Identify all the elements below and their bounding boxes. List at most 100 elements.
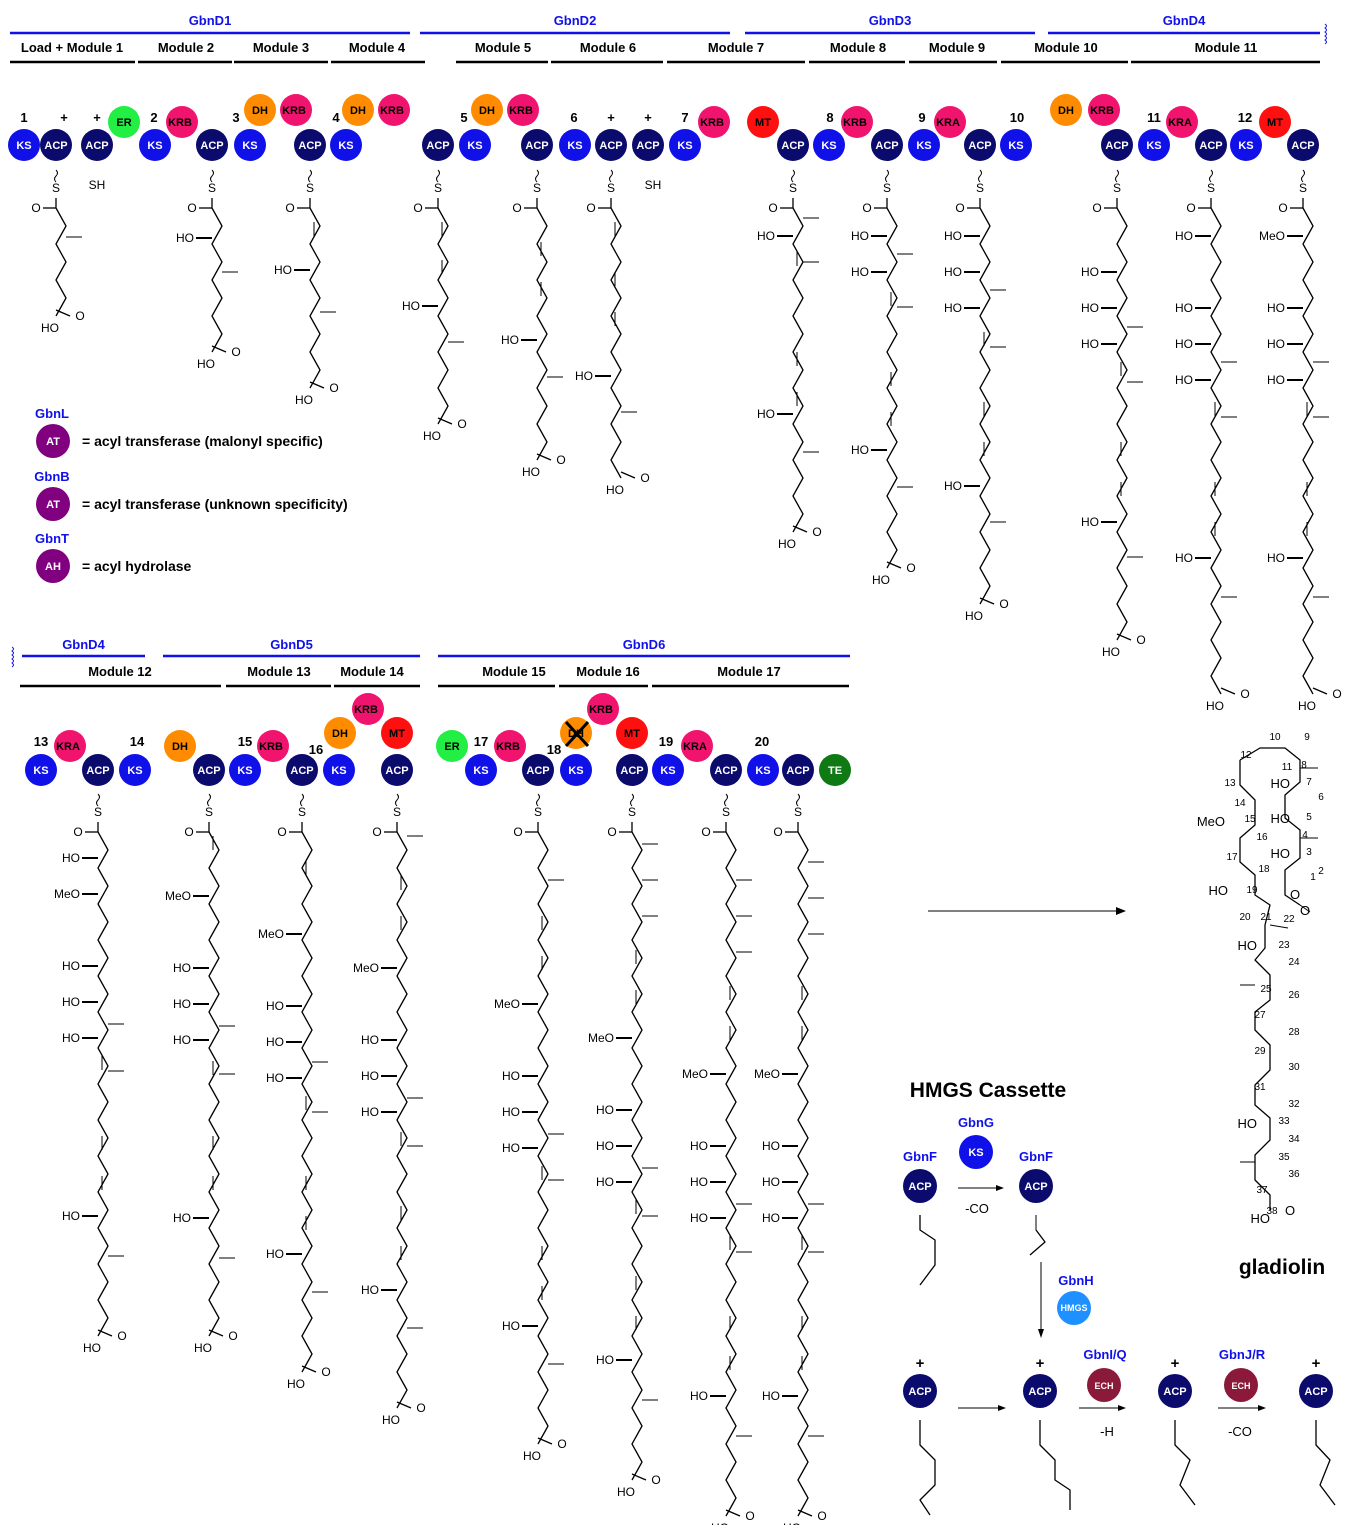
domain-label: KS <box>1146 140 1161 152</box>
reaction-condition: -CO <box>965 1201 989 1216</box>
acp-domain: ACP <box>1019 1169 1053 1203</box>
sulfur-label: S <box>208 181 216 195</box>
carboxyl-bond <box>55 309 71 317</box>
oxygen-label: O <box>285 201 294 215</box>
domain-label: ACP <box>908 1181 931 1193</box>
methoxy-label: MeO <box>258 927 284 941</box>
domain-circle <box>229 754 261 786</box>
domain-acp-18: ACP <box>521 129 553 161</box>
atom-number: 3 <box>1306 847 1312 858</box>
hydroxyl-label: HO <box>944 265 962 279</box>
methoxy-label: MeO <box>494 997 520 1011</box>
domain-label: MT <box>755 117 771 129</box>
carbon-chain <box>211 198 223 353</box>
domain-circle <box>1195 129 1227 161</box>
legend-text: = acyl transferase (unknown specificity) <box>82 496 348 512</box>
sulfur-label: S <box>1113 181 1121 195</box>
domain-label: KS <box>968 1147 983 1159</box>
carboxyl-bond <box>979 597 995 605</box>
domain-label: MT <box>1267 117 1283 129</box>
hydroxyl-label: HO <box>361 1069 379 1083</box>
charge-plus: + <box>916 1355 925 1372</box>
domain-circle <box>257 730 289 762</box>
carbon-chain <box>437 198 449 425</box>
hydroxyl-label: HO <box>783 1521 801 1525</box>
domain-circle <box>841 106 873 138</box>
domain-label: ACP <box>714 765 737 777</box>
acyl-chain <box>1174 1420 1196 1506</box>
domain-label: ACP <box>781 140 804 152</box>
oxygen-label: O <box>1332 687 1341 701</box>
domain-acp-21: ACP <box>632 129 664 161</box>
oxygen-label: O <box>1092 201 1101 215</box>
hydroxyl-label: HO <box>690 1211 708 1225</box>
domain-circle <box>108 106 140 138</box>
domain-label: ACP <box>1199 140 1222 152</box>
domain-label: KRB <box>496 741 520 753</box>
domain-ks-26: KS <box>813 129 845 161</box>
domain-acp-31: ACP <box>964 129 996 161</box>
module-name: Module 8 <box>830 40 886 55</box>
domain-label: AT <box>46 436 60 448</box>
sulfur-label: S <box>789 181 797 195</box>
hydroxyl-label: HO <box>502 1319 520 1333</box>
ech2-domain: ECH <box>1224 1368 1258 1402</box>
hydroxyl-label: HO <box>523 1449 541 1463</box>
atom-number: 27 <box>1254 1010 1266 1021</box>
hydroxyl-label: HO <box>1267 337 1285 351</box>
domain-acp-14: ACP <box>422 129 454 161</box>
module-number: 6 <box>570 110 577 125</box>
carboxyl-bond <box>1220 687 1236 695</box>
module-number: 1 <box>20 110 27 125</box>
atom-number: 26 <box>1288 990 1300 1001</box>
sulfur-label: S <box>976 181 984 195</box>
module-number: 19 <box>659 734 673 749</box>
domain-label: DH <box>350 105 366 117</box>
domain-circle <box>25 754 57 786</box>
domain-ks-b6: KS <box>229 754 261 786</box>
domain-circle <box>342 94 374 126</box>
carboxyl-bond <box>536 453 552 461</box>
reaction-condition: -H <box>1100 1424 1114 1439</box>
hydroxyl-label: HO <box>295 393 313 407</box>
domain-circle <box>36 549 70 583</box>
domain-circle <box>196 129 228 161</box>
module-number: 12 <box>1238 110 1252 125</box>
domain-dh-16: DH <box>471 94 503 126</box>
carboxyl-bond <box>211 345 227 353</box>
domain-dh-b4: DH <box>164 730 196 762</box>
module-name: Module 17 <box>717 664 781 679</box>
side-chain <box>1254 925 1271 1210</box>
domain-circle <box>632 129 664 161</box>
domain-dh-33: DH <box>1050 94 1082 126</box>
atom-number: 28 <box>1288 1027 1300 1038</box>
hydroxyl-label: HO <box>176 231 194 245</box>
carbon-chain <box>97 822 109 1337</box>
hydroxyl-label: HO <box>173 1211 191 1225</box>
domain-label: KRB <box>700 117 724 129</box>
hydroxyl-label: HO <box>851 229 869 243</box>
atom-number: 4 <box>1302 830 1308 841</box>
domain-circle <box>964 129 996 161</box>
oxygen-label: O <box>457 417 466 431</box>
domain-kr-17: KRB <box>507 94 539 126</box>
domain-circle <box>1259 106 1291 138</box>
domain-ks-b10: KS <box>323 754 355 786</box>
hydroxyl-label: HO <box>502 1141 520 1155</box>
module-number: 7 <box>681 110 688 125</box>
gladiolin-atom-label: MeO <box>1197 814 1225 829</box>
atom-number: 32 <box>1288 1099 1300 1110</box>
hydroxyl-label: HO <box>1267 301 1285 315</box>
atom-number: 22 <box>1283 914 1295 925</box>
domain-circle <box>587 693 619 725</box>
domain-circle <box>782 754 814 786</box>
domain-ks-4: KS <box>139 129 171 161</box>
domain-label: DH <box>479 105 495 117</box>
domain-circle <box>681 730 713 762</box>
domain-kr-b24: KRA <box>681 730 713 762</box>
hydroxyl-label: HO <box>690 1175 708 1189</box>
